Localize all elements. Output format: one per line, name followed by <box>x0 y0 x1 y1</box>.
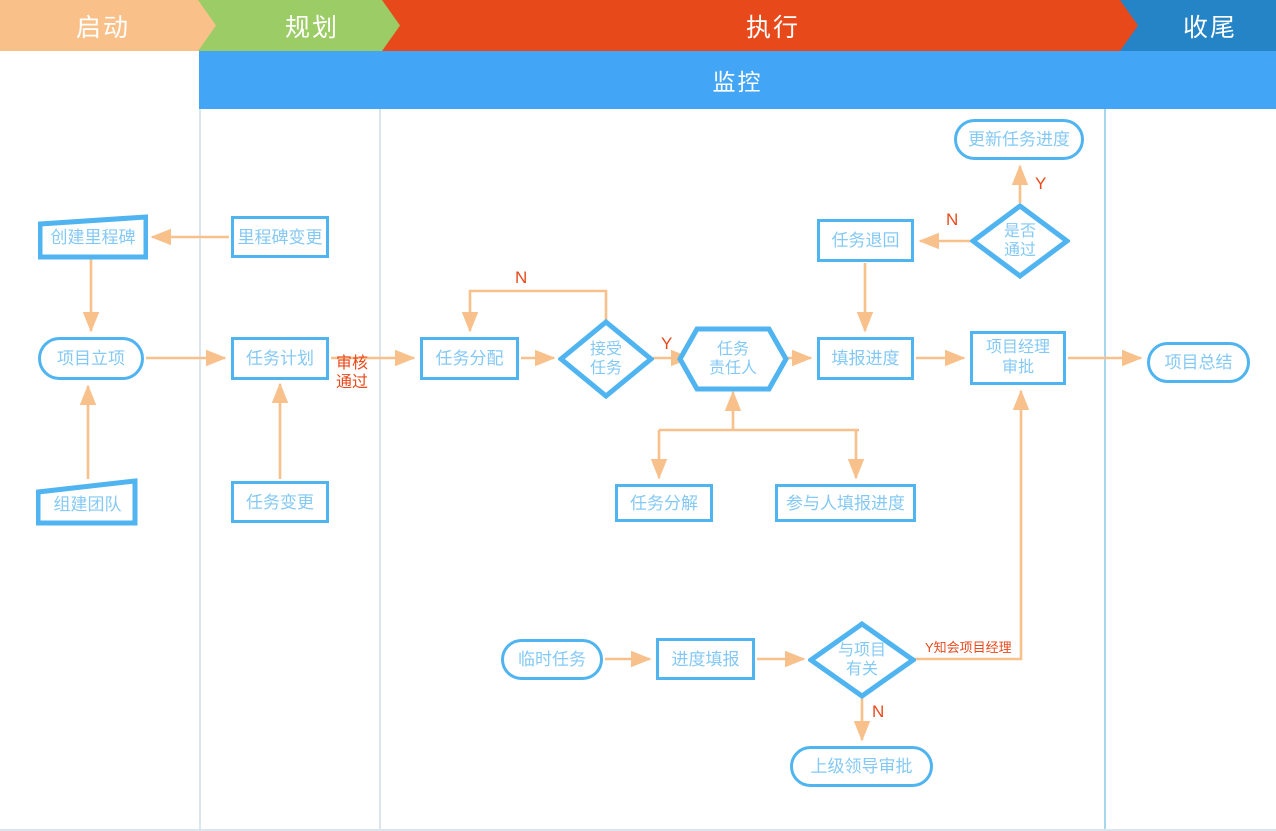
edge-label-text: Y <box>661 334 673 353</box>
node-label: 项目总结 <box>1164 353 1233 372</box>
phase-label-monitor: 监控 <box>712 69 763 95</box>
node-related-to-project[interactable]: 与项目 有关 <box>808 621 916 699</box>
edge-label-n-unrelated: N <box>872 702 884 722</box>
lane-divider-startup-planning <box>199 109 201 831</box>
edge-label-n-reject-task: N <box>515 268 527 288</box>
edge-label-y-accept: Y <box>661 334 672 354</box>
node-label: 进度填报 <box>671 649 740 669</box>
node-fill-progress[interactable]: 填报进度 <box>817 337 914 380</box>
node-label: 任务变更 <box>246 492 314 512</box>
phase-monitor-band[interactable]: 监控 <box>199 51 1276 109</box>
node-pm-approval[interactable]: 项目经理 审批 <box>970 331 1066 385</box>
phase-shape-closing <box>1120 0 1276 51</box>
node-label: 任务计划 <box>246 349 314 368</box>
node-form-team[interactable]: 组建团队 <box>36 478 139 526</box>
node-task-decompose[interactable]: 任务分解 <box>615 484 713 522</box>
phase-label-startup: 启动 <box>75 13 130 42</box>
node-label: 里程碑变更 <box>237 227 323 247</box>
node-label: 参与人填报进度 <box>786 493 905 513</box>
node-task-return[interactable]: 任务退回 <box>817 219 914 262</box>
phase-label-closing: 收尾 <box>1182 13 1237 42</box>
node-label: 任务分配 <box>435 349 504 368</box>
edge-accept-no-loop-to-assign <box>461 289 608 333</box>
node-label: 任务分解 <box>630 493 698 513</box>
phase-shape-execution <box>382 0 1140 51</box>
node-milestone-change[interactable]: 里程碑变更 <box>231 216 329 258</box>
node-task-change[interactable]: 任务变更 <box>231 481 329 523</box>
node-label: 项目立项 <box>57 349 125 368</box>
node-task-owner[interactable]: 任务 责任人 <box>677 326 789 392</box>
edge-label-y-passed: Y <box>1035 174 1046 194</box>
node-label: 填报进度 <box>831 349 900 368</box>
node-label: 更新任务进度 <box>968 130 1070 149</box>
phase-execution[interactable]: 执行 <box>400 0 1140 51</box>
edge-label-text: N <box>872 702 885 721</box>
node-project-summary[interactable]: 项目总结 <box>1147 342 1250 383</box>
phase-shape-startup <box>0 0 218 51</box>
node-accept-task[interactable]: 接受 任务 <box>558 319 654 399</box>
node-project-initiation[interactable]: 项目立项 <box>38 337 144 380</box>
node-temp-task[interactable]: 临时任务 <box>501 639 603 680</box>
node-label: 任务退回 <box>831 231 900 250</box>
node-task-plan[interactable]: 任务计划 <box>231 337 329 380</box>
phase-shape-planning <box>198 0 402 51</box>
node-progress-report[interactable]: 进度填报 <box>656 638 755 680</box>
edge-label-text: Y <box>1035 174 1047 193</box>
lane-bottom-border <box>0 829 1276 831</box>
phase-label-execution: 执行 <box>745 13 800 42</box>
node-task-assign[interactable]: 任务分配 <box>420 337 519 380</box>
phase-planning[interactable]: 规划 <box>216 0 402 51</box>
edge-label-text: Y知会项目经理 <box>925 640 1012 655</box>
phase-label-planning: 规划 <box>284 13 339 42</box>
edge-related-yes-to-pm-approval <box>914 389 1030 661</box>
edge-label-n-not-passed: N <box>946 210 958 230</box>
node-create-milestone[interactable]: 创建里程碑 <box>38 214 148 260</box>
lane-divider-execution-closing <box>1104 109 1106 831</box>
node-is-passed[interactable]: 是否 通过 <box>970 203 1070 279</box>
node-member-fill-progress[interactable]: 参与人填报进度 <box>775 484 916 522</box>
edge-label-review-passed: 审核 通过 <box>336 335 368 392</box>
node-label: 上级领导审批 <box>810 757 913 776</box>
node-leader-approval[interactable]: 上级领导审批 <box>790 746 933 787</box>
node-label: 临时任务 <box>518 650 586 669</box>
node-label: 项目经理 审批 <box>985 339 1050 376</box>
edge-label-text: N <box>515 268 528 287</box>
phase-header-band: 启动 规划 执行 收尾 <box>0 0 1276 51</box>
phase-closing[interactable]: 收尾 <box>1138 0 1276 51</box>
edge-label-text: N <box>946 210 959 229</box>
node-update-task-progress[interactable]: 更新任务进度 <box>954 119 1084 160</box>
edge-label-y-notify-pm: Y知会项目经理 <box>925 638 1012 658</box>
phase-startup[interactable]: 启动 <box>0 0 200 51</box>
lane-divider-planning-execution <box>379 109 381 831</box>
edge-label-text: 审核 通过 <box>336 355 369 391</box>
